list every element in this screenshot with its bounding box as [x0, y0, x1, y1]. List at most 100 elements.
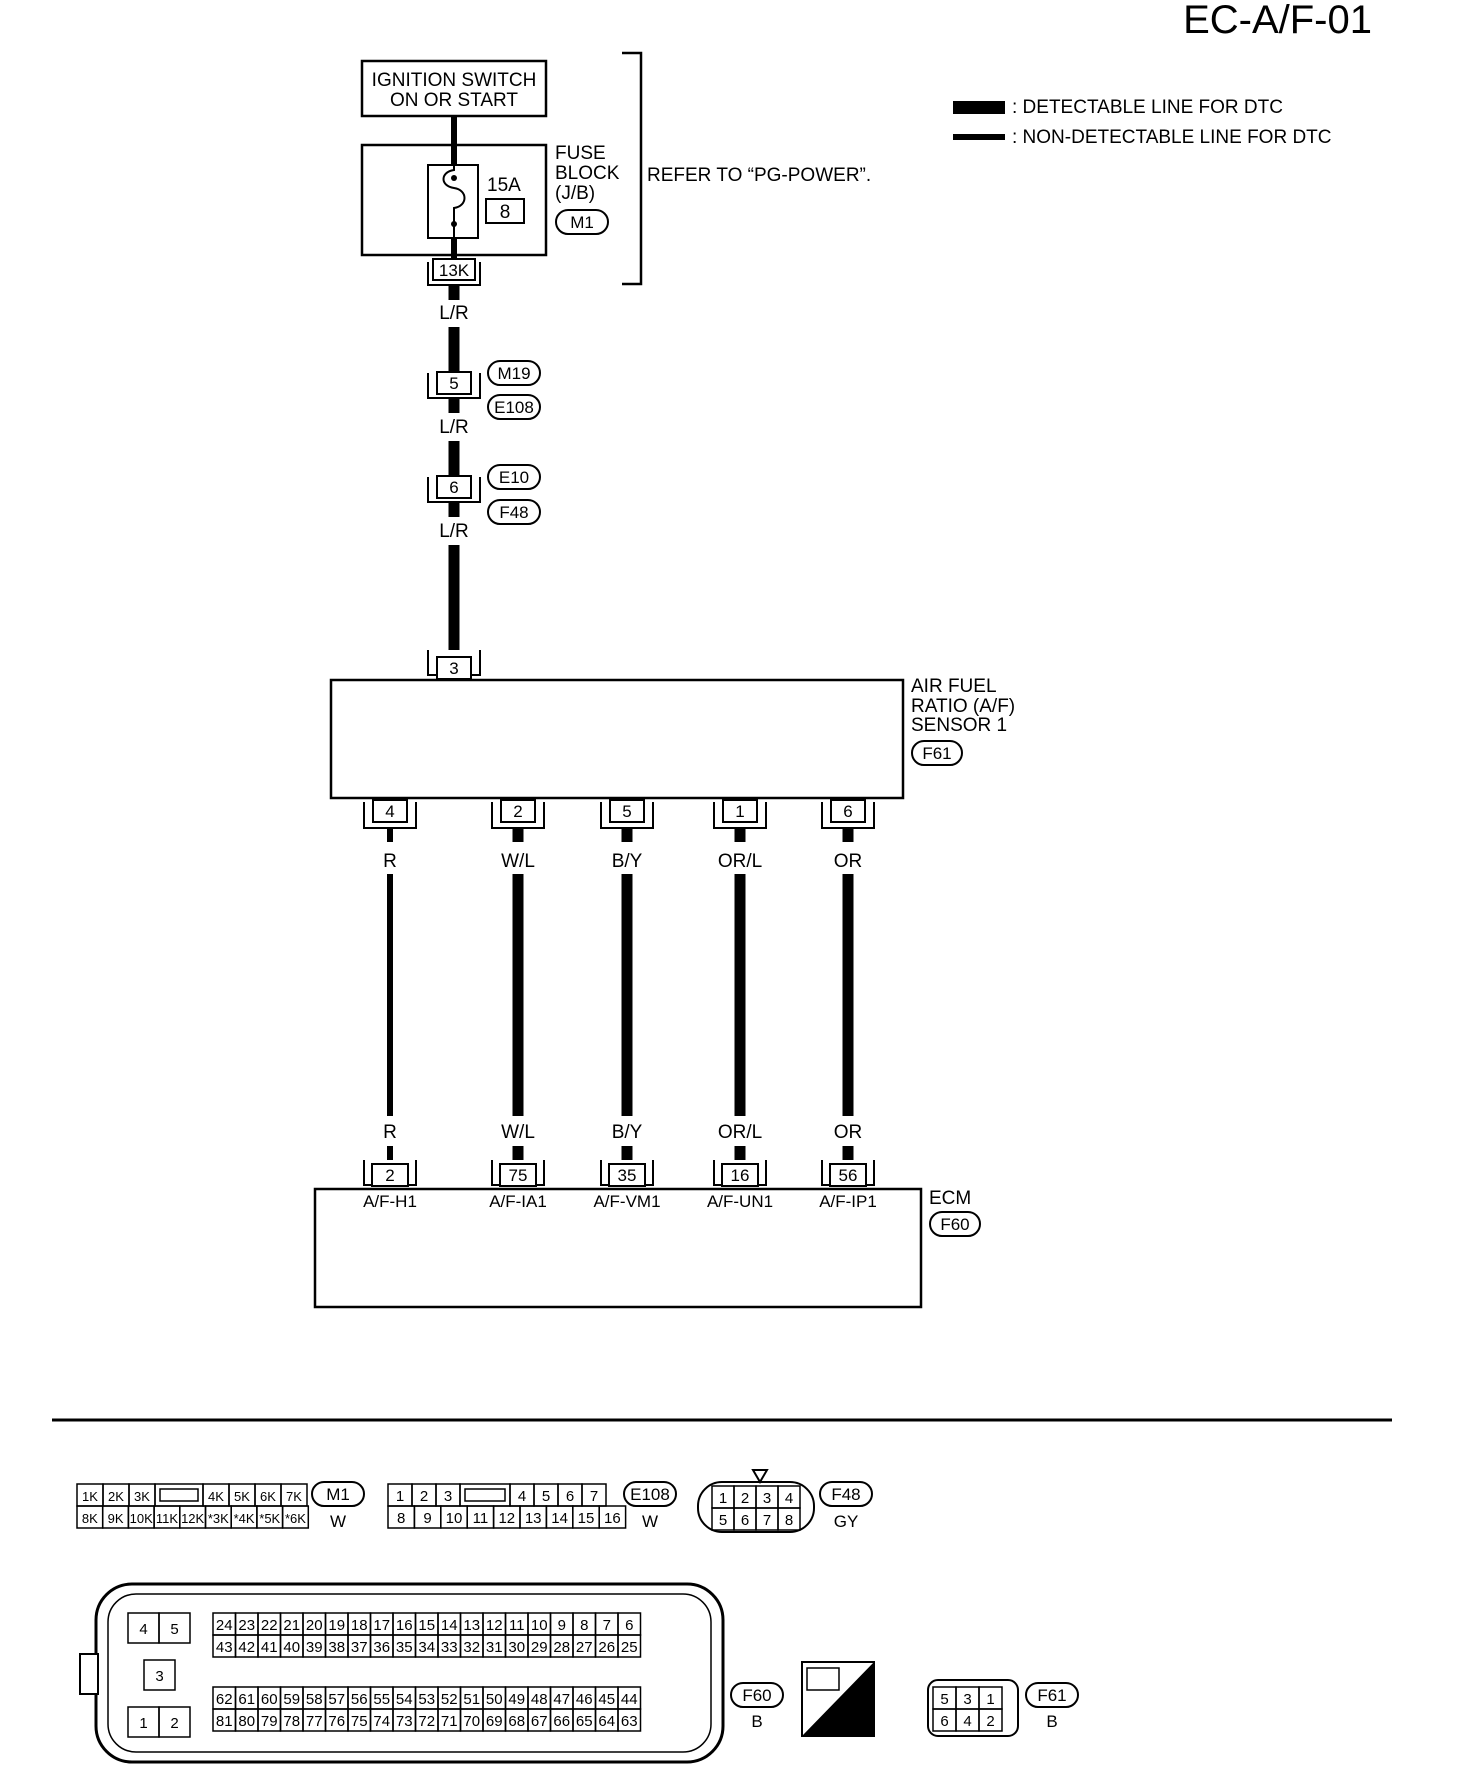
f60-signal-pin: 62	[216, 1691, 233, 1708]
wire-0-ecm-pin-box	[371, 1163, 409, 1187]
m1-color: W	[330, 1512, 346, 1531]
e108-pin: 1	[396, 1488, 404, 1505]
fuse-block-connector-id: M1	[570, 213, 594, 232]
wire-3-ecm-terminal-label: A/F-UN1	[707, 1192, 773, 1211]
f48-pin: 8	[785, 1512, 793, 1529]
f60-signal-pin: 12	[486, 1617, 503, 1634]
f60-signal-pin: 35	[396, 1639, 413, 1656]
wire-0-sensor-pin: 4	[385, 802, 394, 821]
power-reference-bracket	[622, 51, 643, 286]
ecm-box	[313, 1187, 923, 1309]
f60-signal-pin: 74	[373, 1713, 390, 1730]
m1-pin: 5K	[234, 1489, 250, 1504]
e108-pin: 13	[525, 1510, 542, 1527]
f60-power-cell	[143, 1659, 176, 1691]
f60-signal-pin: 44	[621, 1691, 638, 1708]
f60-signal-pin: 73	[396, 1713, 413, 1730]
f48-pin: 1	[719, 1490, 727, 1507]
f60-signal-pin: 67	[531, 1713, 548, 1730]
f61-cell	[978, 1708, 1003, 1732]
f61-pin: 5	[940, 1691, 948, 1708]
wire-1-ecm-terminal-label: A/F-IA1	[489, 1192, 547, 1211]
f60-inner-outline	[107, 1593, 712, 1753]
f60-signal-pin: 36	[373, 1639, 390, 1656]
f60-signal-pin: 33	[441, 1639, 458, 1656]
f48-pin: 4	[785, 1490, 793, 1507]
e108-pin: 15	[578, 1510, 595, 1527]
f48-cell	[777, 1507, 801, 1531]
f60-signal-pin: 80	[238, 1713, 255, 1730]
f60-signal-pin: 69	[486, 1713, 503, 1730]
wire-4-color-top: OR	[834, 851, 863, 872]
wire-4-sensor-pin-box	[830, 799, 866, 823]
wire-3-ecm-pin: 16	[731, 1166, 750, 1185]
fuse-number-box	[485, 198, 525, 224]
f60-signal-pin: 22	[261, 1617, 278, 1634]
wire-3-color-top: OR/L	[718, 851, 762, 872]
f60-signal-pin: 51	[463, 1691, 480, 1708]
f60-signal-pin: 48	[531, 1691, 548, 1708]
af-sensor-connector-id: F61	[922, 744, 951, 763]
f60-signal-pin: 58	[306, 1691, 323, 1708]
joint2-pin-box	[436, 475, 472, 499]
wire-4-sensor-pin: 6	[843, 802, 852, 821]
f60-signal-pin: 66	[553, 1713, 570, 1730]
f61-tag	[1025, 1682, 1079, 1708]
f60-signal-pin: 45	[598, 1691, 615, 1708]
f60-signal-pin: 57	[328, 1691, 345, 1708]
f60-signal-pin: 75	[351, 1713, 368, 1730]
fuse-contact-bottom	[451, 221, 457, 227]
f60-power-pin: 2	[170, 1715, 178, 1732]
wire-4-ecm-pin: 56	[839, 1166, 858, 1185]
f60-signal-pin: 76	[328, 1713, 345, 1730]
f61-tag-id: F61	[1037, 1686, 1066, 1705]
f60-signal-pin: 52	[441, 1691, 458, 1708]
f60-signal-pin: 10	[531, 1617, 548, 1634]
joint2-lower-tag	[487, 499, 541, 525]
f60-signal-pin: 8	[580, 1617, 588, 1634]
f60-signal-pin: 7	[603, 1617, 611, 1634]
e108-pin: 7	[590, 1488, 598, 1505]
f48-key	[751, 1469, 769, 1484]
sensor-input-pin: 3	[449, 659, 458, 678]
m1-pin: 10K	[130, 1511, 153, 1526]
af-sensor-box	[329, 678, 905, 800]
m1-pin: 2K	[108, 1489, 124, 1504]
e108-pin: 5	[542, 1488, 550, 1505]
f60-signal-pin: 56	[351, 1691, 368, 1708]
wire-2-ecm-terminal-label: A/F-VM1	[593, 1192, 660, 1211]
wire-3-sensor-pin: 1	[735, 802, 744, 821]
f60-power-pin: 4	[139, 1621, 147, 1638]
f60-signal-pin: 23	[238, 1617, 255, 1634]
f60-latch	[79, 1653, 99, 1695]
f60-signal-pin: 63	[621, 1713, 638, 1730]
f48-outline	[697, 1481, 815, 1533]
e108-pin: 14	[551, 1510, 568, 1527]
f60-signal-pin: 53	[418, 1691, 435, 1708]
f60-tag	[730, 1682, 784, 1708]
f60-signal-pin: 24	[216, 1617, 233, 1634]
wire-0-sensor-pin-box	[372, 799, 408, 823]
wire-3-sensor-pin-box	[722, 799, 758, 823]
f48-tag-id: F48	[831, 1485, 860, 1504]
wire-2-sensor-pin-box	[609, 799, 645, 823]
wire-2-color-top: B/Y	[612, 851, 643, 872]
f60-signal-pin: 25	[621, 1639, 638, 1656]
f61-pin: 2	[986, 1713, 994, 1730]
f60-signal-pin: 11	[509, 1617, 525, 1634]
m1-pin: *5K	[259, 1511, 280, 1526]
fuse-block-label-3: (J/B)	[555, 183, 595, 204]
joint2-lower-id: F48	[499, 503, 528, 522]
wire-2-sensor-pin: 5	[622, 802, 631, 821]
main-harness: L/R 5 M19 E108 L/R 6 E10 F48 L/R	[427, 285, 541, 650]
m1-pin: 7K	[286, 1489, 302, 1504]
f60-signal-pin: 71	[441, 1713, 458, 1730]
f60-signal-pin: 40	[283, 1639, 300, 1656]
wire-3-ecm-pin-box	[721, 1163, 759, 1187]
f61-outline	[927, 1679, 1019, 1737]
wire-4-color-bottom: OR	[834, 1122, 863, 1143]
f60-signal-pin: 29	[531, 1639, 548, 1656]
harness-color-1: L/R	[439, 303, 469, 324]
f60-power-pin: 5	[170, 1621, 178, 1638]
